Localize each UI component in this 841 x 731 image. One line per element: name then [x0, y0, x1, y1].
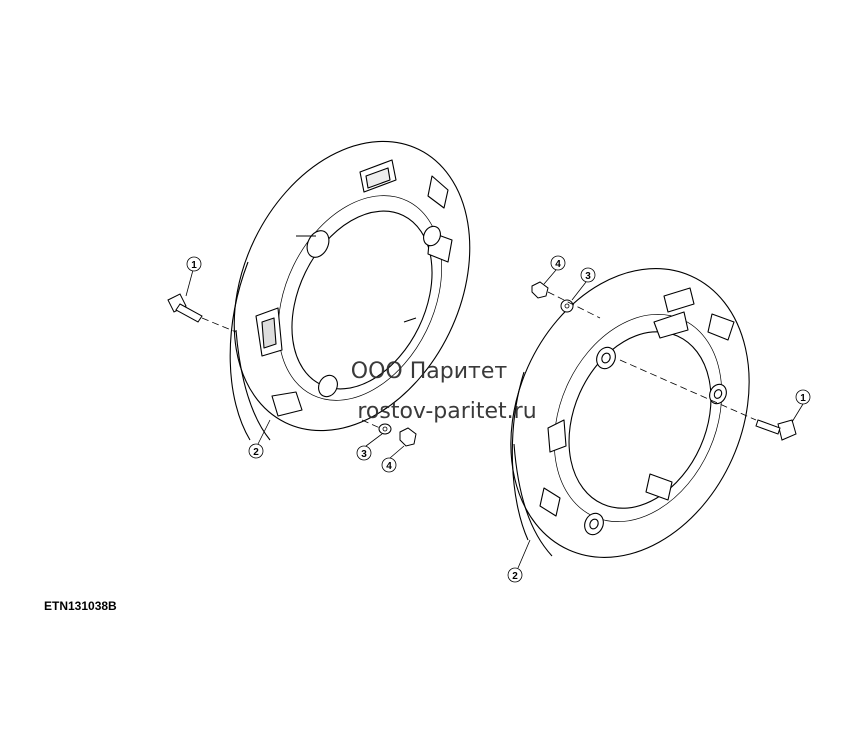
- svg-text:2: 2: [253, 447, 259, 458]
- callout-1-left: 1: [186, 256, 202, 272]
- callout-1-right: 1: [795, 389, 811, 405]
- svg-text:3: 3: [361, 449, 367, 460]
- callout-leaders: [185, 269, 804, 569]
- svg-text:2: 2: [512, 571, 518, 582]
- bolt-left: [167, 293, 203, 323]
- wheel-weight-left: [229, 140, 471, 441]
- callout-3-left: 3: [356, 445, 372, 461]
- watermark-line-1: ООО Паритет: [351, 359, 508, 384]
- bolt-right: [755, 419, 797, 441]
- callout-4-left: 4: [381, 457, 397, 473]
- nut-left: [399, 427, 417, 447]
- assembly-lines: [201, 291, 757, 429]
- callout-3-right: 3: [580, 267, 596, 283]
- callout-4-right: 4: [550, 255, 566, 271]
- washer-left: [378, 423, 392, 435]
- svg-text:4: 4: [386, 461, 392, 472]
- washer-right: [560, 299, 574, 313]
- callout-2-right: 2: [507, 567, 523, 583]
- svg-text:1: 1: [800, 393, 806, 404]
- svg-text:3: 3: [585, 271, 591, 282]
- watermark-line-2: rostov-paritet.ru: [357, 399, 536, 424]
- figure-id: ETN131038B: [44, 599, 117, 613]
- svg-text:1: 1: [191, 260, 197, 271]
- nut-right: [531, 281, 549, 299]
- svg-text:4: 4: [555, 259, 561, 270]
- callout-2-left: 2: [248, 443, 264, 459]
- wheel-weight-right: [510, 268, 750, 558]
